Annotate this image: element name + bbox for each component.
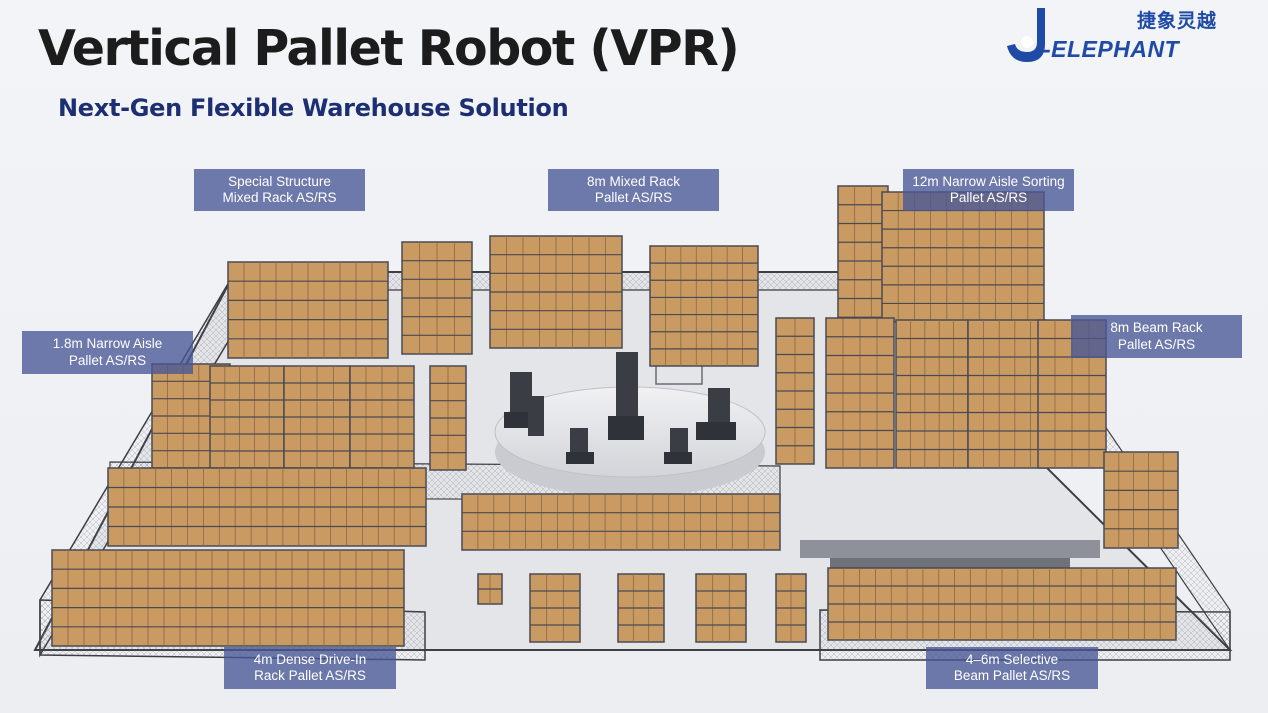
beam-rack-2	[895, 319, 969, 469]
floor-pallet-stack-4	[775, 573, 807, 643]
mixed-rack-left	[401, 241, 473, 355]
special-structure-rack	[227, 261, 389, 359]
narrow-aisle-rack-5	[429, 365, 467, 471]
elephant-logo-icon	[1007, 8, 1045, 62]
narrow-aisle-sorting-rack-2	[881, 191, 1045, 323]
beam-rack-6	[1103, 451, 1179, 549]
floor-pallet-stack-2	[617, 573, 665, 643]
label-special-structure-mixed-rack: Special Structure Mixed Rack AS/RS	[194, 169, 365, 211]
label-4m-dense-drive-in: 4m Dense Drive-In Rack Pallet AS/RS	[224, 647, 396, 689]
vpr-robot-6	[528, 396, 544, 436]
drive-in-rack-upper	[107, 467, 427, 547]
narrow-aisle-rack-3	[283, 365, 351, 469]
drive-in-rack-lower	[51, 549, 405, 647]
vpr-robot-3	[696, 388, 736, 440]
vpr-robot-5	[664, 428, 692, 464]
company-logo: 捷象灵越 -ELEPHANT	[1005, 6, 1235, 64]
narrow-aisle-rack-2	[209, 365, 285, 469]
narrow-aisle-sorting-rack-1	[837, 185, 889, 337]
floor-pallet-stack-3	[695, 573, 747, 643]
vpr-robot-2	[608, 352, 644, 440]
roller-conveyor	[800, 540, 1100, 568]
staging-pallets	[461, 493, 781, 551]
label-4-6m-selective-beam: 4–6m Selective Beam Pallet AS/RS	[926, 647, 1098, 689]
narrow-aisle-rack-4	[349, 365, 415, 469]
selective-beam-rack	[827, 567, 1177, 641]
floor-pallet-single	[477, 573, 503, 605]
floor-pallet-stack-1	[529, 573, 581, 643]
page-title: Vertical Pallet Robot (VPR)	[38, 20, 740, 77]
label-1-8m-narrow-aisle: 1.8m Narrow Aisle Pallet AS/RS	[22, 331, 193, 374]
page-subtitle: Next-Gen Flexible Warehouse Solution	[58, 94, 569, 122]
logo-english-text: -ELEPHANT	[1043, 36, 1180, 62]
label-8m-beam-rack: 8m Beam Rack Pallet AS/RS	[1071, 315, 1242, 358]
label-12m-narrow-aisle-sorting: 12m Narrow Aisle Sorting Pallet AS/RS	[903, 169, 1074, 211]
label-8m-mixed-rack: 8m Mixed Rack Pallet AS/RS	[548, 169, 719, 211]
beam-rack-1	[825, 317, 895, 469]
beam-rack-3	[967, 319, 1047, 469]
mixed-rack-8m	[489, 235, 623, 349]
mixed-rack-8m-right	[649, 245, 759, 367]
logo-chinese-text: 捷象灵越	[1137, 10, 1218, 32]
beam-rack-5	[775, 317, 815, 465]
vpr-robot-4	[566, 428, 594, 464]
